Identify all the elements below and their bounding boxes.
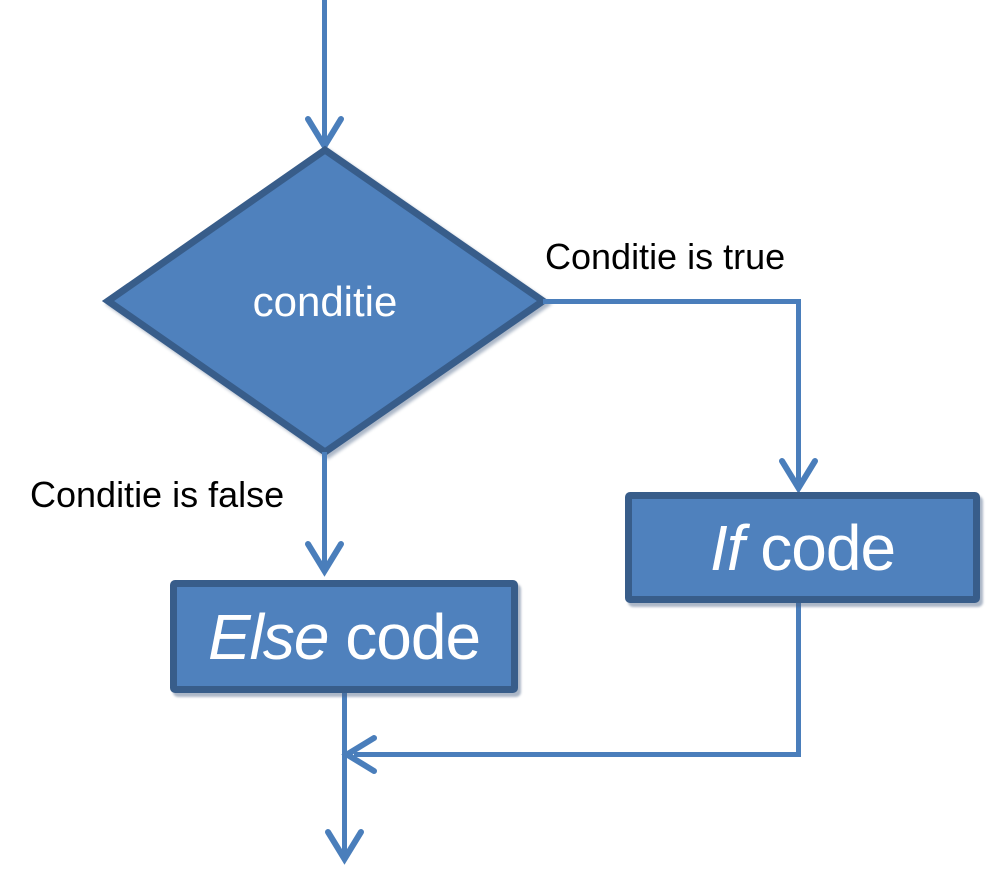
if-to-merge-line [354,603,801,757]
edge-label-false: Conditie is false [30,474,285,515]
false-edge-arrow-head-icon [305,541,344,577]
if-code-box: If code [625,492,980,603]
else-code-label-italic: Else [207,600,329,673]
else-code-label-rest: code [328,600,481,673]
if-code-label: If code [710,516,896,580]
else-code-box: Else code [170,580,518,693]
else-code-label: Else code [208,605,481,669]
true-edge-arrow-head-icon [779,458,818,494]
edge-label-true: Conditie is true [545,236,786,277]
if-code-label-rest: code [743,511,896,584]
true-edge-line [543,299,801,482]
exit-arrow-head-icon [325,829,364,865]
if-code-label-italic: If [709,511,745,584]
entry-arrow-head-icon [305,116,344,152]
decision-label: conditie [252,278,398,325]
